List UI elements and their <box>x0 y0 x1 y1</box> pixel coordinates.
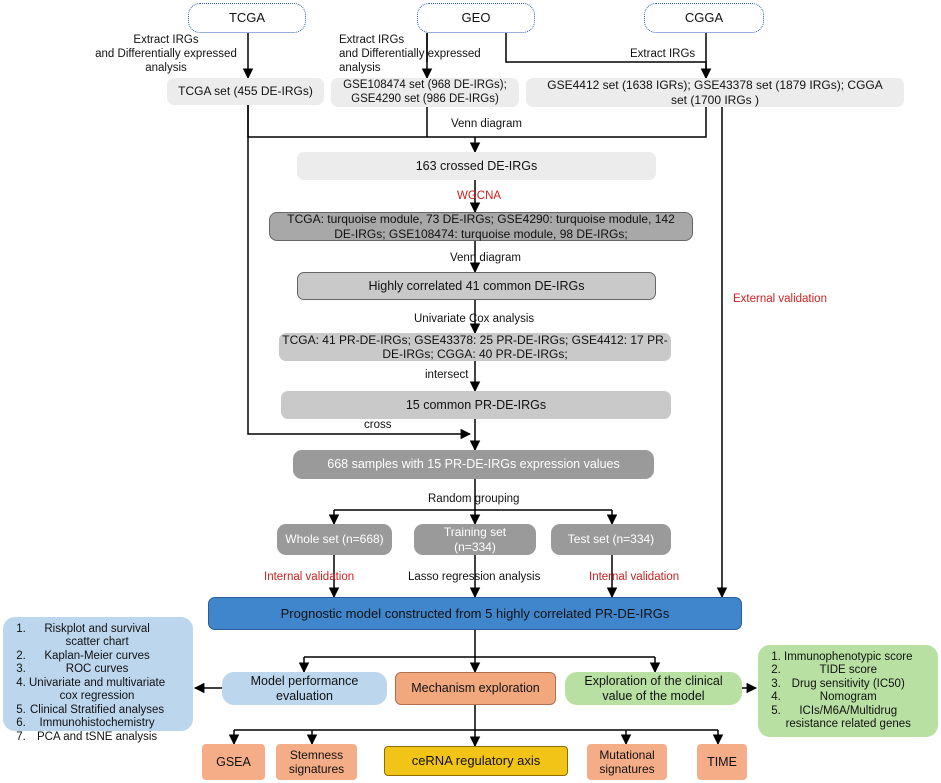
group-training-line-1: Training set <box>443 525 507 540</box>
set-cgga-line-2: set (1700 IRGs ) <box>670 92 760 107</box>
label-cross: cross <box>364 419 392 431</box>
set-geo-line-2: GSE4290 set (986 DE-IRGs) <box>351 92 499 105</box>
source-tcga-label: TCGA <box>228 10 266 26</box>
line-tcga-set-down <box>247 105 475 138</box>
step-highly-correlated: Highly correlated 41 common DE-IRGs <box>297 272 656 300</box>
set-tcga: TCGA set (455 DE-IRGs) <box>167 78 324 105</box>
set-cgga-line-1: GSE4412 set (1638 IGRs); GSE43378 set (1… <box>547 78 883 93</box>
step-wgcna-line-1: TCGA: turquoise module, 73 DE-IRGs; GSE4… <box>287 212 675 227</box>
step-crossed: 163 crossed DE-IRGs <box>297 152 656 180</box>
step-wgcna-line-2: DE-IRGs; GSE108474: turquoise module, 98… <box>334 226 628 241</box>
step-samples: 668 samples with 15 PR-DE-IRGs expressio… <box>293 450 654 479</box>
leaf-mutational-line-1: Mutational <box>599 747 655 762</box>
branch-mechanism-label: Mechanism exploration <box>411 681 540 695</box>
line-cgga-set-down <box>475 107 707 138</box>
set-tcga-label: TCGA set (455 DE-IRGs) <box>178 84 313 99</box>
step-wgcna-result: TCGA: turquoise module, 73 DE-IRGs; GSE4… <box>269 212 693 241</box>
step-common-pr-label: 15 common PR-DE-IRGs <box>405 397 547 412</box>
leaf-stemness-line-2: signatures <box>288 762 345 776</box>
label-geo-extract: Extract IRGs and Differentially expresse… <box>339 34 481 74</box>
source-cgga: CGGA <box>644 3 764 33</box>
performance-item-3: ROC curves <box>29 663 165 676</box>
label-internal-validation-right: Internal validation <box>589 571 680 583</box>
leaf-gsea: GSEA <box>202 744 265 780</box>
label-tcga-extract: Extract IRGs and Differentially expresse… <box>95 34 237 74</box>
step-cox-line-2: DE-IRGs; CGGA: 40 PR-DE-IRGs; <box>382 347 568 361</box>
clinical-item-4: Nomogram <box>784 691 912 704</box>
branch-performance: Model performance evaluation <box>222 672 387 705</box>
performance-item-6: Immunohistochemistry <box>29 717 165 730</box>
group-whole-label: Whole set (n=668) <box>285 532 384 547</box>
leaf-stemness-line-1: Stemness <box>289 747 344 762</box>
branch-clinical-line-1: Exploration of the clinical <box>584 673 723 688</box>
group-whole: Whole set (n=668) <box>277 524 392 555</box>
step-highly-label: Highly correlated 41 common DE-IRGs <box>368 278 585 293</box>
leaf-time-label: TIME <box>707 754 737 769</box>
group-test-label: Test set (n=334) <box>567 532 655 547</box>
label-venn-2: Venn diagram <box>450 252 521 264</box>
label-univariate: Univariate Cox analysis <box>414 313 535 325</box>
label-external-validation: External validation <box>733 293 827 305</box>
arrow-tcga-cross <box>247 105 472 440</box>
step-cox-result: TCGA: 41 PR-DE-IRGs; GSE43378: 25 PR-DE-… <box>279 333 671 361</box>
label-wgcna: WGCNA <box>457 190 502 202</box>
label-venn-1: Venn diagram <box>451 118 522 130</box>
clinical-list: Immunophenotypic score TIDE score Drug s… <box>764 651 912 732</box>
step-common-pr: 15 common PR-DE-IRGs <box>281 391 671 419</box>
performance-item-7: PCA and tSNE analysis <box>29 731 165 744</box>
leaf-stemness: Stemness signatures <box>276 744 357 780</box>
set-geo: GSE108474 set (968 DE-IRGs); GSE4290 set… <box>331 78 519 107</box>
step-samples-label: 668 samples with 15 PR-DE-IRGs expressio… <box>327 457 620 471</box>
source-tcga: TCGA <box>188 3 306 33</box>
performance-item-5: Clinical Stratified analyses <box>29 704 165 717</box>
leaf-mutational: Mutational signatures <box>587 744 667 780</box>
label-cgga-extract: Extract IRGs <box>630 48 696 60</box>
set-geo-line-1: GSE108474 set (968 DE-IRGs); <box>343 78 507 91</box>
branch-clinical-line-2: value of the model <box>602 688 705 703</box>
group-training-line-2: (n=334) <box>454 539 496 554</box>
clinical-item-1: Immunophenotypic score <box>784 651 912 664</box>
clinical-item-2: TIDE score <box>784 664 912 677</box>
step-cox-line-1: TCGA: 41 PR-DE-IRGs; GSE43378: 25 PR-DE-… <box>282 332 668 347</box>
source-geo: GEO <box>417 3 535 33</box>
branch-clinical: Exploration of the clinical value of the… <box>565 672 742 705</box>
label-internal-validation-left: Internal validation <box>264 571 355 583</box>
leaf-mutational-line-2: signatures <box>599 762 655 776</box>
step-crossed-label: 163 crossed DE-IRGs <box>415 158 538 173</box>
clinical-list-panel: Immunophenotypic score TIDE score Drug s… <box>758 645 938 737</box>
leaf-time: TIME <box>697 744 747 780</box>
branch-performance-line-1: Model performance <box>250 673 359 688</box>
leaf-cerna-label: ceRNA regulatory axis <box>411 753 541 769</box>
source-cgga-label: CGGA <box>684 10 724 26</box>
prognostic-model-label: Prognostic model constructed from 5 high… <box>280 605 670 621</box>
branch-mechanism: Mechanism exploration <box>395 672 556 705</box>
set-cgga: GSE4412 set (1638 IGRs); GSE43378 set (1… <box>526 78 904 107</box>
group-test: Test set (n=334) <box>551 524 671 555</box>
label-intersect: intersect <box>425 369 469 381</box>
branch-performance-line-2: evaluation <box>276 688 333 703</box>
label-lasso: Lasso regression analysis <box>408 571 541 583</box>
clinical-item-3: Drug sensitivity (IC50) <box>784 678 912 691</box>
prognostic-model: Prognostic model constructed from 5 high… <box>208 597 742 630</box>
performance-item-2: Kaplan-Meier curves <box>29 650 165 663</box>
source-geo-label: GEO <box>461 10 491 26</box>
group-training: Training set (n=334) <box>414 524 536 555</box>
leaf-gsea-label: GSEA <box>216 754 251 769</box>
leaf-cerna: ceRNA regulatory axis <box>384 746 568 776</box>
label-random-grouping: Random grouping <box>428 493 520 505</box>
